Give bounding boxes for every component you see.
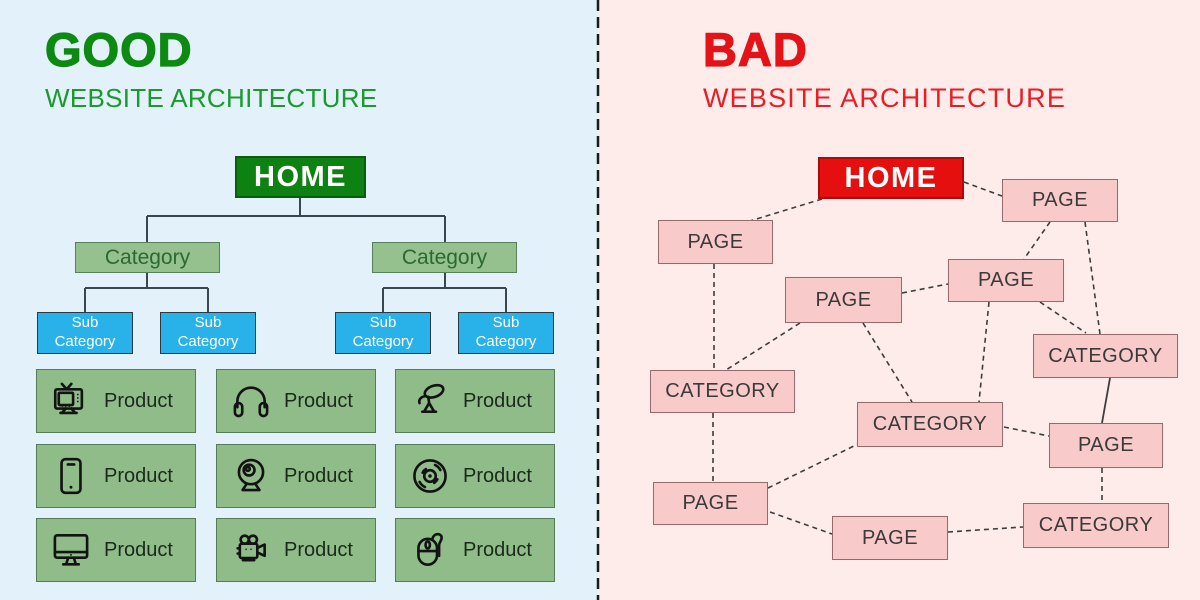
product-box-5: Product <box>216 444 376 508</box>
product-label: Product <box>104 389 173 412</box>
link-line-7 <box>978 301 990 403</box>
product-box-3: Product <box>395 369 555 433</box>
link-line-3 <box>1023 221 1051 260</box>
product-label: Product <box>104 538 173 561</box>
home-box-good: HOME <box>235 156 366 198</box>
product-label: Product <box>284 464 353 487</box>
product-label: Product <box>463 538 532 561</box>
subcategory-box-1: Sub Category <box>37 312 133 354</box>
product-label: Product <box>284 538 353 561</box>
home-box-bad: HOME <box>818 157 964 199</box>
good-subtitle: WEBSITE ARCHITECTURE <box>45 83 378 113</box>
product-label: Product <box>284 389 353 412</box>
subcategory-box-2: Sub Category <box>160 312 256 354</box>
link-line-14 <box>947 526 1024 533</box>
page-box-1: PAGE <box>1002 179 1118 222</box>
tv-icon <box>50 380 92 422</box>
desktop-monitor-icon <box>50 529 92 571</box>
page-box-8: PAGE <box>1049 423 1163 468</box>
product-label: Product <box>463 389 532 412</box>
category-box-7: CATEGORY <box>857 402 1003 447</box>
link-line-17 <box>1101 377 1111 424</box>
category-box-2: Category <box>372 242 517 273</box>
product-label: Product <box>463 464 532 487</box>
webcam-icon <box>230 455 272 497</box>
page-box-2: PAGE <box>658 220 773 264</box>
category-box-5: CATEGORY <box>1033 334 1178 378</box>
link-line-5 <box>901 283 949 294</box>
product-box-1: Product <box>36 369 196 433</box>
page-box-3: PAGE <box>785 277 902 323</box>
video-camera-icon <box>230 529 272 571</box>
microphone-icon <box>409 380 451 422</box>
link-line-9 <box>725 322 801 371</box>
category-box-1: Category <box>75 242 220 273</box>
subcategory-box-3: Sub Category <box>335 312 431 354</box>
computer-mouse-icon <box>409 529 451 571</box>
product-box-6: Product <box>395 444 555 508</box>
category-box-11: CATEGORY <box>1023 503 1169 548</box>
link-line-16 <box>1003 426 1050 437</box>
link-line-1 <box>963 181 1003 197</box>
product-label: Product <box>104 464 173 487</box>
link-line-13 <box>769 511 833 535</box>
link-line-4 <box>1084 221 1101 335</box>
category-box-6: CATEGORY <box>650 370 795 413</box>
good-title: GOOD <box>44 23 193 76</box>
page-box-4: PAGE <box>948 259 1064 302</box>
page-box-9: PAGE <box>653 482 768 525</box>
product-box-7: Product <box>36 518 196 582</box>
product-box-2: Product <box>216 369 376 433</box>
link-line-12 <box>767 443 859 489</box>
bad-subtitle: WEBSITE ARCHITECTURE <box>703 83 1067 113</box>
bad-title: BAD <box>702 23 808 76</box>
link-line-6 <box>1039 301 1087 334</box>
product-box-8: Product <box>216 518 376 582</box>
smartphone-icon <box>50 455 92 497</box>
product-box-4: Product <box>36 444 196 508</box>
subcategory-box-4: Sub Category <box>458 312 554 354</box>
vinyl-disc-icon <box>409 455 451 497</box>
product-box-9: Product <box>395 518 555 582</box>
link-line-8 <box>862 322 913 403</box>
headphones-icon <box>230 380 272 422</box>
link-line-2 <box>749 198 823 222</box>
page-box-10: PAGE <box>832 516 948 560</box>
